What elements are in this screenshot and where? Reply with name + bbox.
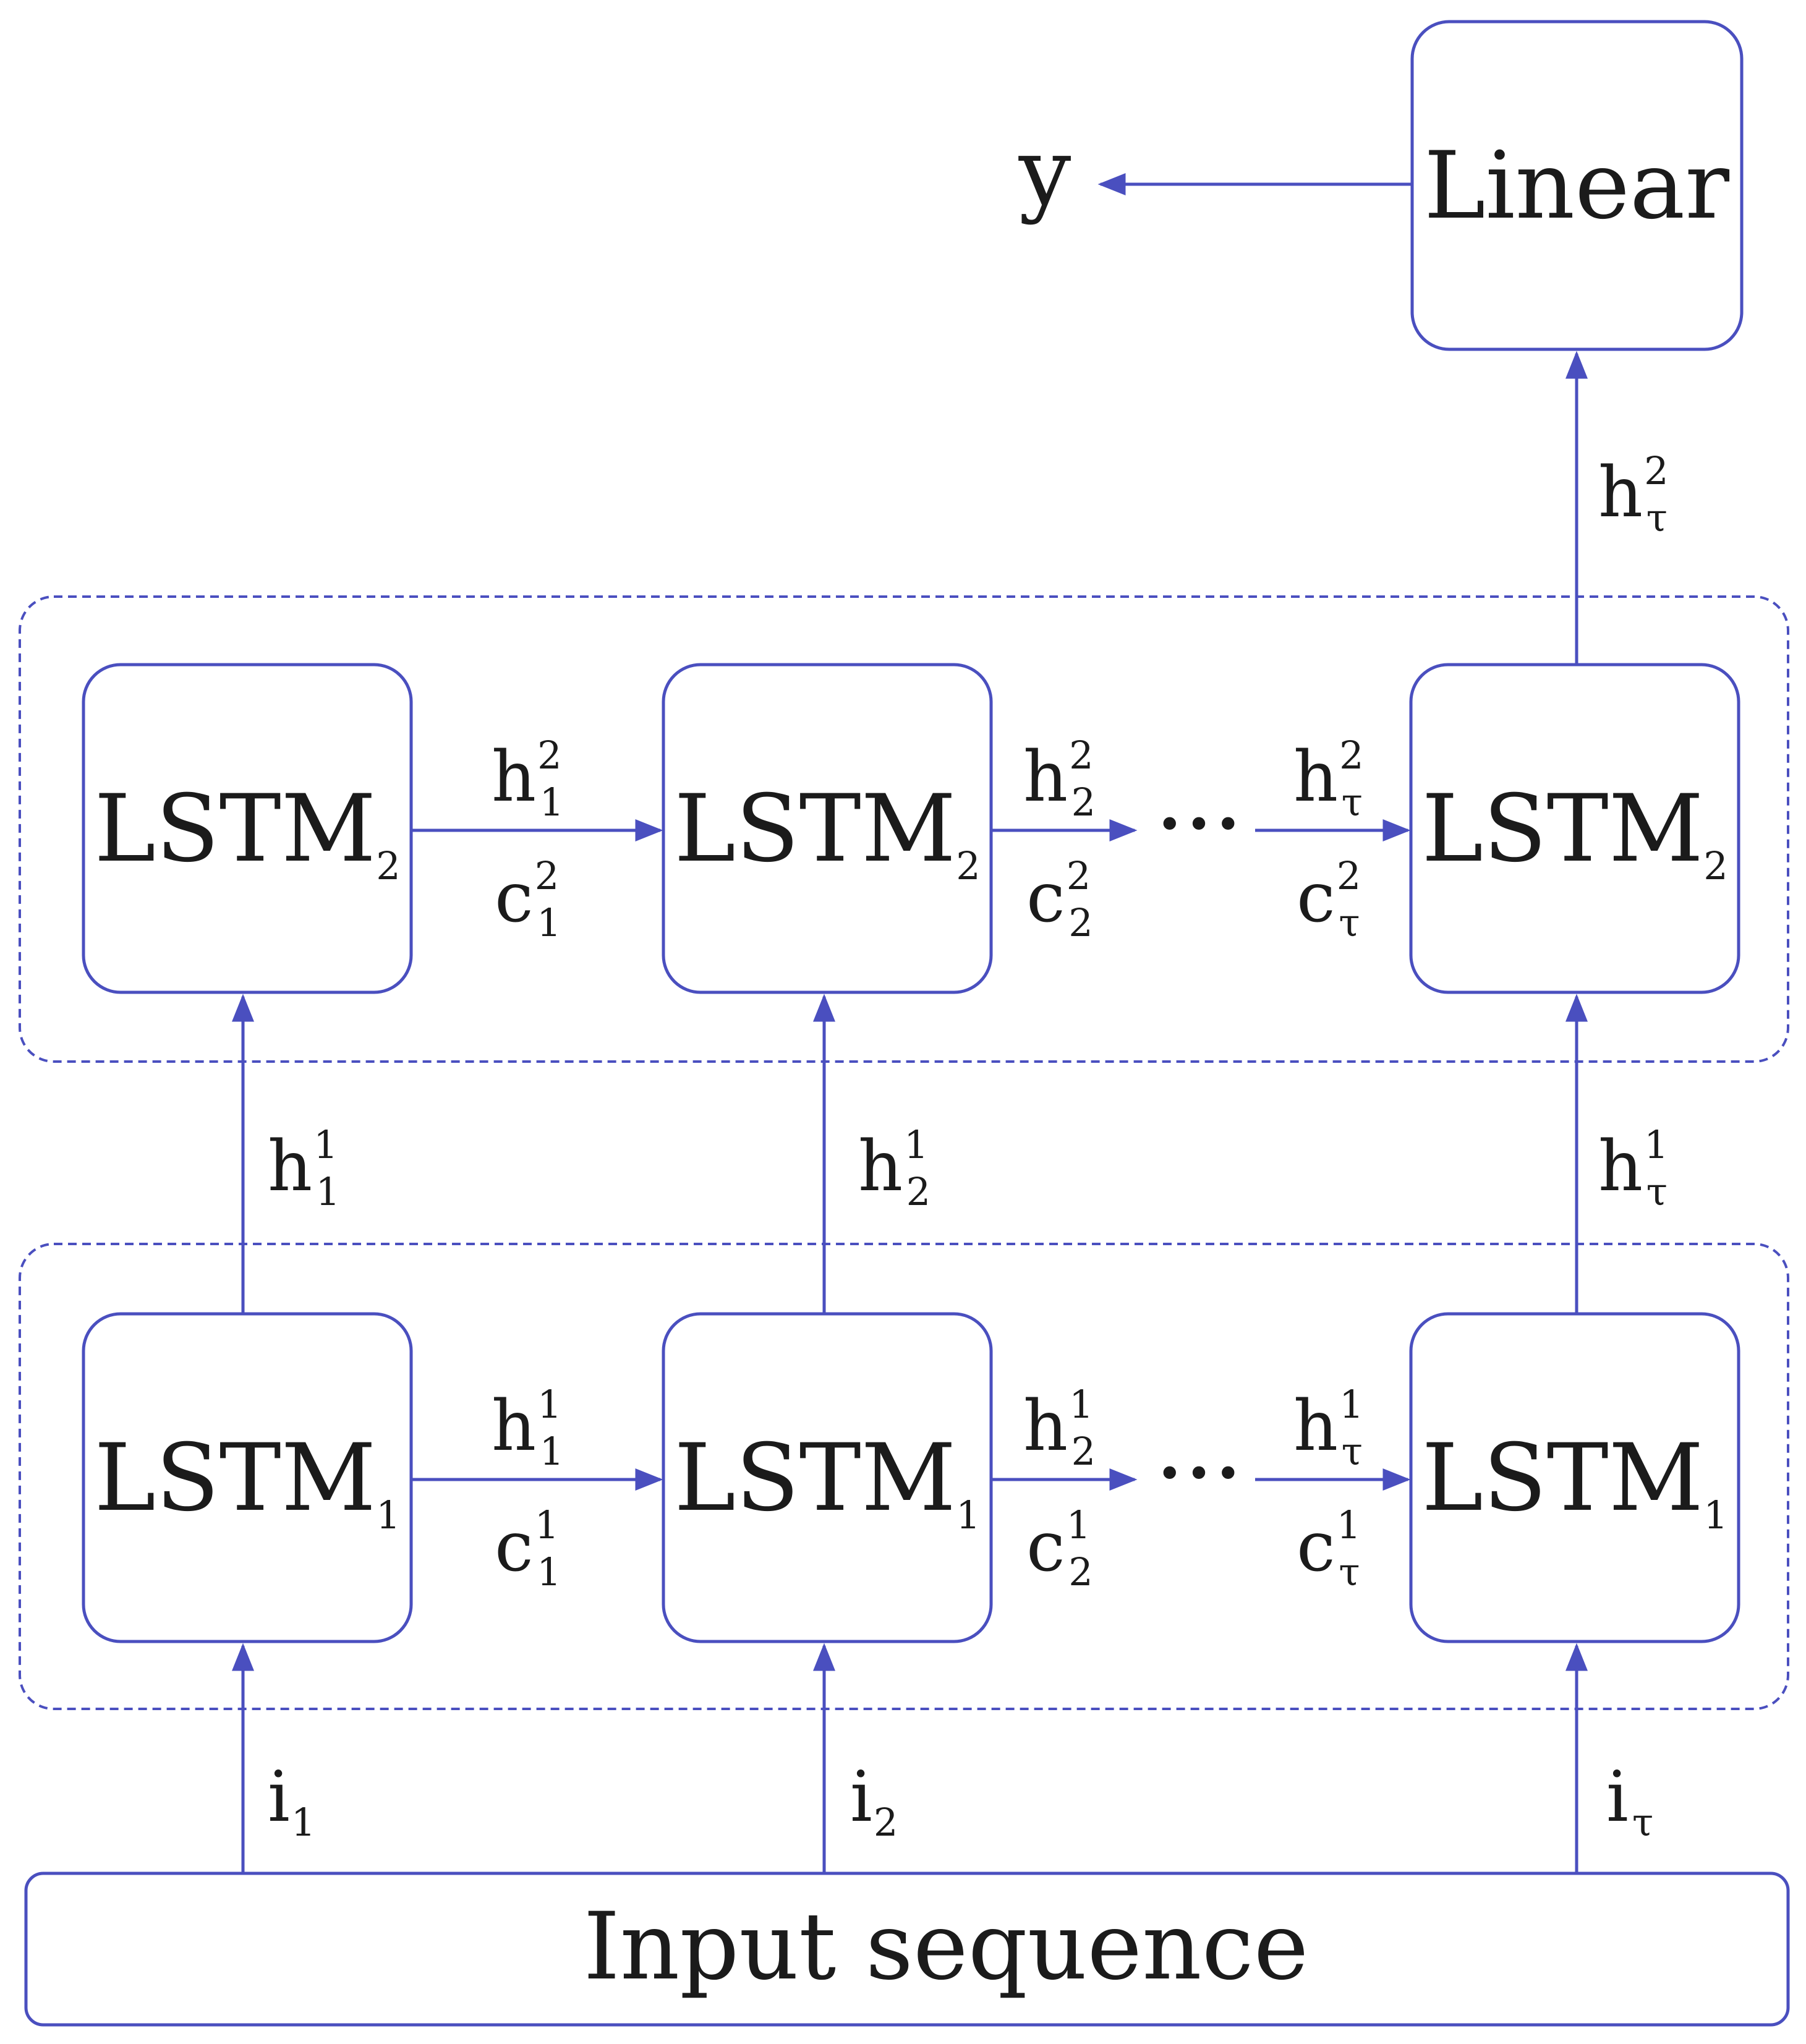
- output-label: y: [1018, 119, 1071, 226]
- svg-text:LSTM2: LSTM2: [1421, 775, 1727, 888]
- lstm2-cell-2-label: LSTM: [674, 775, 956, 883]
- lstm1-cell-2-index: 1: [956, 1493, 980, 1538]
- label-i-2: i2: [850, 1757, 898, 1845]
- lstm2-cell-1-index: 2: [376, 843, 400, 888]
- input-sequence-box: [24, 1872, 1790, 2027]
- lstm1-cell-3-index: 1: [1703, 1493, 1727, 1538]
- lstm1-cell-3: LSTM1: [1409, 1312, 1740, 1643]
- svg-text:LSTM1: LSTM1: [674, 1424, 980, 1538]
- lstm2-cell-3-label: LSTM: [1421, 775, 1703, 883]
- input-sequence-label: Input sequence: [584, 1893, 1309, 2001]
- lstm2-cell-3: LSTM2: [1409, 663, 1740, 994]
- lstm1-cell-2-label: LSTM: [674, 1424, 956, 1532]
- lstm2-cell-1: LSTM2: [82, 663, 413, 994]
- layer2-group: [19, 595, 1789, 1063]
- lstm2-cell-2-index: 2: [956, 843, 980, 888]
- layer1-group: [19, 1243, 1789, 1710]
- svg-text:LSTM1: LSTM1: [94, 1424, 400, 1538]
- lstm1-cell-1-index: 1: [376, 1493, 400, 1538]
- l2-ellipsis: •••: [1157, 799, 1245, 850]
- lstm2-cell-2: LSTM2: [662, 663, 993, 994]
- lstm1-cell-1: LSTM1: [82, 1312, 413, 1643]
- lstm2-cell-1-label: LSTM: [94, 775, 376, 883]
- linear-label: Linear: [1424, 132, 1729, 240]
- svg-text:LSTM2: LSTM2: [674, 775, 980, 888]
- lstm1-cell-3-label: LSTM: [1421, 1424, 1703, 1532]
- label-i-1: i1: [268, 1757, 315, 1845]
- svg-text:LSTM1: LSTM1: [1421, 1424, 1727, 1538]
- l1-ellipsis: •••: [1157, 1449, 1245, 1499]
- svg-text:LSTM2: LSTM2: [94, 775, 400, 888]
- lstm1-cell-2: LSTM1: [662, 1312, 993, 1643]
- lstm2-cell-3-index: 2: [1703, 843, 1727, 888]
- label-i-tau: iτ: [1606, 1757, 1653, 1845]
- lstm1-cell-1-label: LSTM: [94, 1424, 376, 1532]
